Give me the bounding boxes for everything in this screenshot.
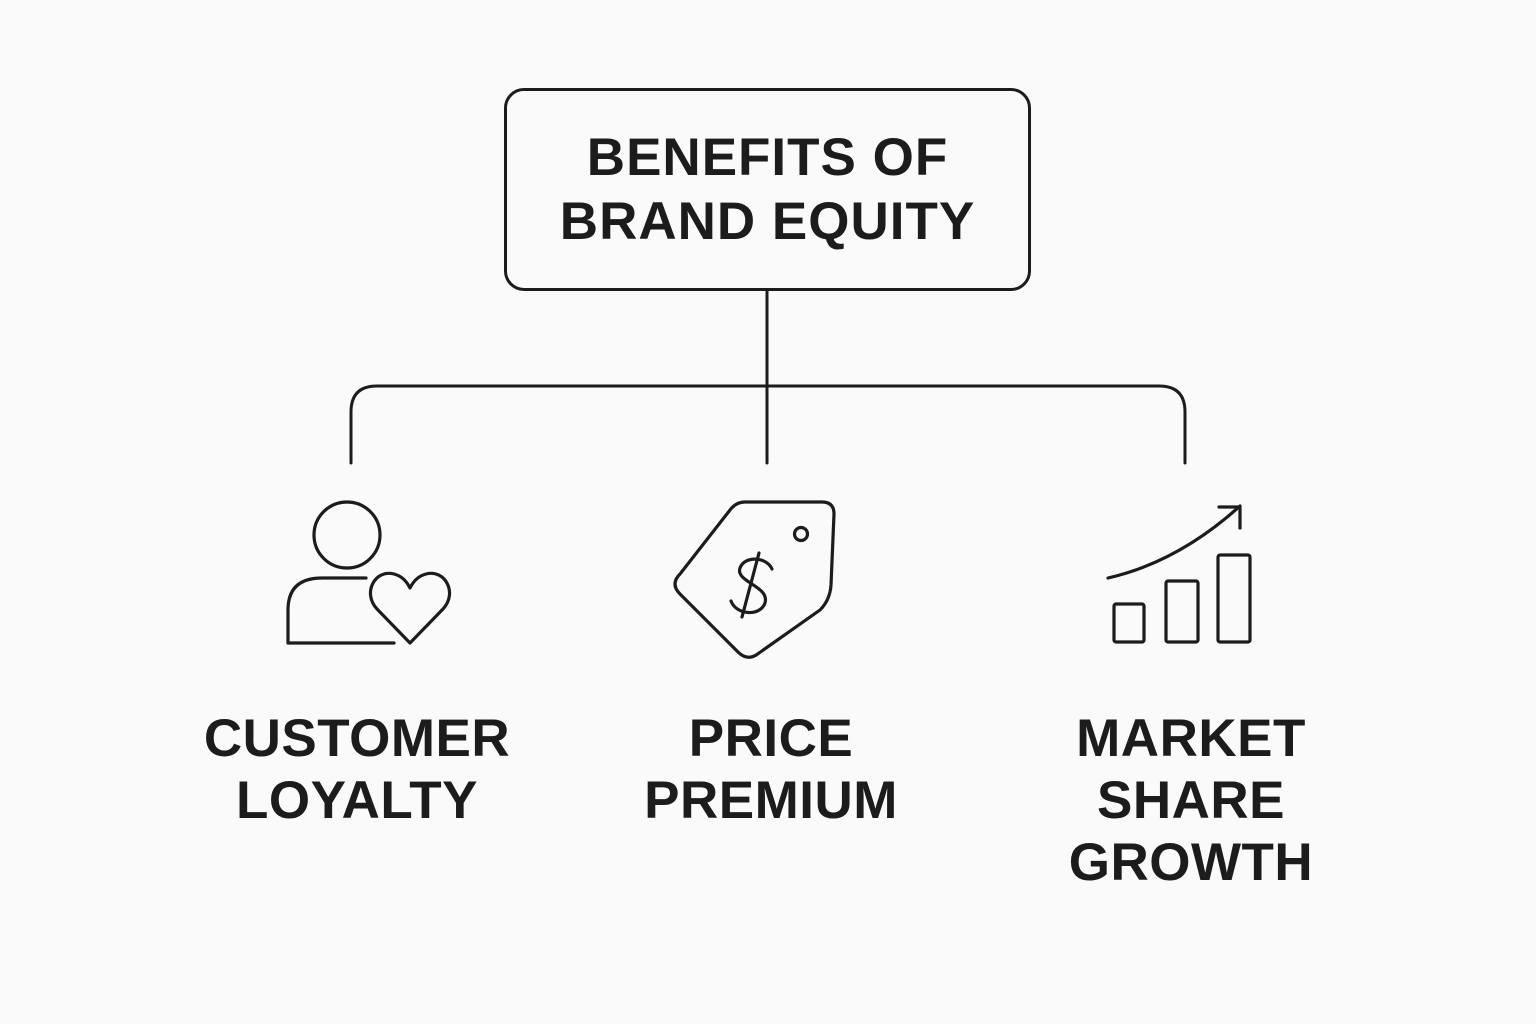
root-title: BENEFITS OF BRAND EQUITY: [559, 127, 976, 251]
branch-label-price-premium: PRICE PREMIUM: [644, 709, 898, 830]
root-node: BENEFITS OF BRAND EQUITY: [504, 88, 1031, 291]
person-heart-icon: [286, 500, 452, 645]
horizontal-connector: [349, 384, 1187, 465]
price-tag-dollar-icon: [673, 500, 836, 659]
bar-chart-growth-icon: [1106, 504, 1252, 644]
branch-label-market-share-growth: MARKET SHARE GROWTH: [1068, 709, 1314, 892]
branch-label-customer-loyalty: CUSTOMER LOYALTY: [203, 709, 511, 830]
